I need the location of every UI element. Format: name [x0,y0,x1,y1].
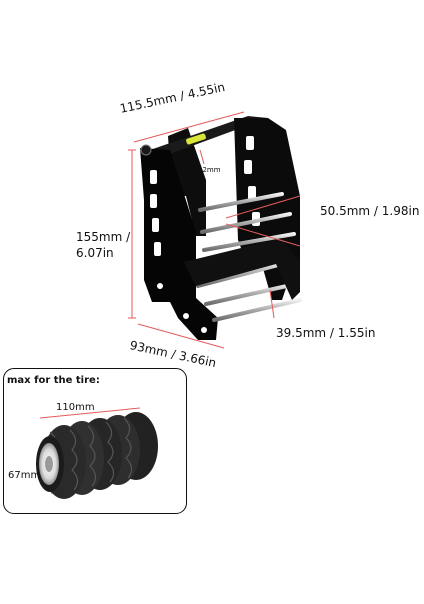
tire-size-inset-frame [3,368,187,514]
lower-spacing-label: 39.5mm / 1.55in [276,326,376,340]
tire-inset [36,407,158,499]
left-plate [140,148,218,340]
slot-dimension-label: 12mm [198,166,221,174]
bubble-level [186,133,206,145]
tire-stand [140,116,302,340]
top-knob [140,144,152,156]
lower-tray [184,238,300,300]
height-dimension-label-line1: 155mm / [76,230,131,244]
left-plate-cutouts [150,170,207,333]
tire-stack [36,412,158,499]
height-dimension-label-line2: 6.07in [76,246,114,260]
upper-rods [198,192,296,252]
tire-width-label: 110mm [56,402,95,413]
back-left-plate [168,128,206,236]
upper-spacing-label: 50.5mm / 1.98in [320,204,420,218]
inset-title: max for the tire: [7,375,100,386]
lower-rods [196,260,302,322]
dimension-lines [128,111,301,349]
tire-diameter-label: 67mm [8,470,41,481]
